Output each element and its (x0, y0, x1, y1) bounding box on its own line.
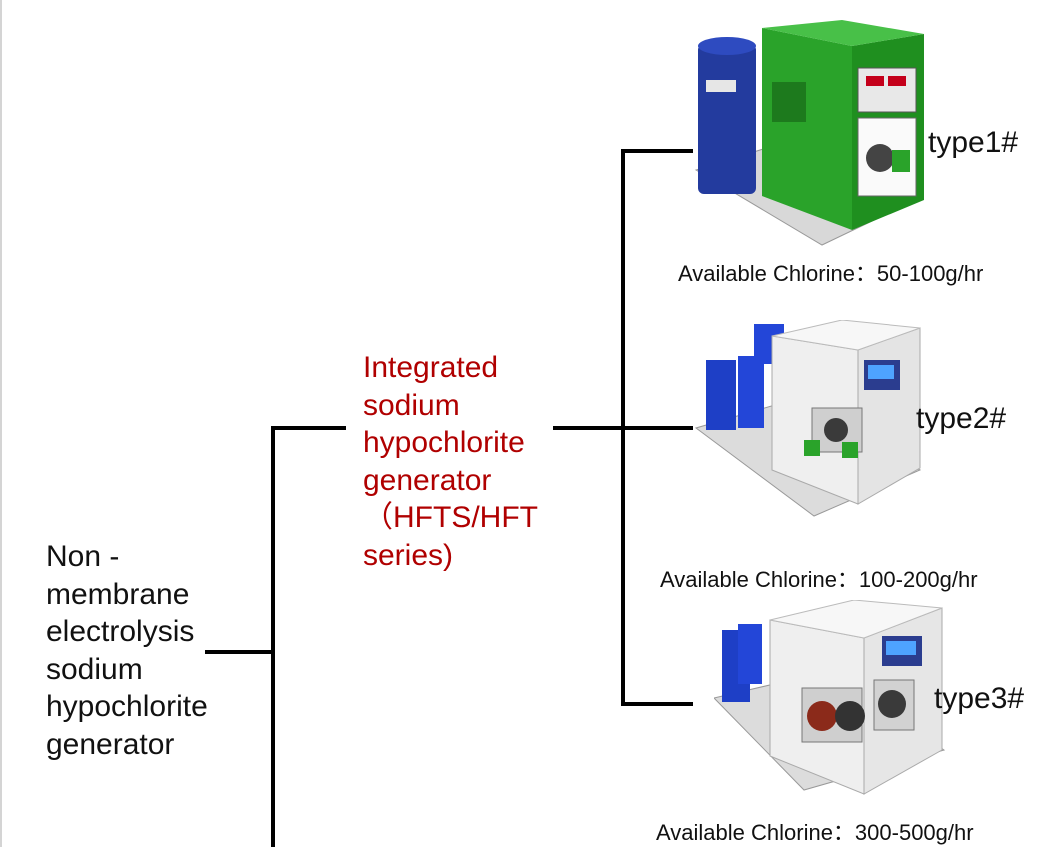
page-left-border (0, 0, 2, 847)
white-machine-photo (714, 600, 946, 795)
type3-chlorine-label: Available Chlorine：300-500g/hr (656, 820, 974, 845)
type2-label: type2# (916, 402, 1007, 435)
root-trunk-vertical (271, 426, 275, 847)
type1-label: type1# (928, 126, 1019, 159)
white-machine-photo (694, 320, 922, 517)
branch-connector-horizontal (271, 426, 346, 430)
root-node-label: Non - membrane electrolysis sodium hypoc… (46, 540, 208, 761)
branch-node-label: Integrated sodium hypochlorite generator… (363, 351, 538, 572)
type3-connector (621, 702, 693, 706)
green-machine-photo (694, 20, 924, 246)
type3-label: type3# (934, 682, 1025, 715)
type1-chlorine-label: Available Chlorine：50-100g/hr (678, 261, 984, 286)
type1-connector (621, 149, 693, 153)
root-connector-horizontal (205, 650, 275, 654)
products-trunk-vertical (621, 149, 625, 706)
type2-chlorine-label: Available Chlorine：100-200g/hr (660, 567, 978, 592)
